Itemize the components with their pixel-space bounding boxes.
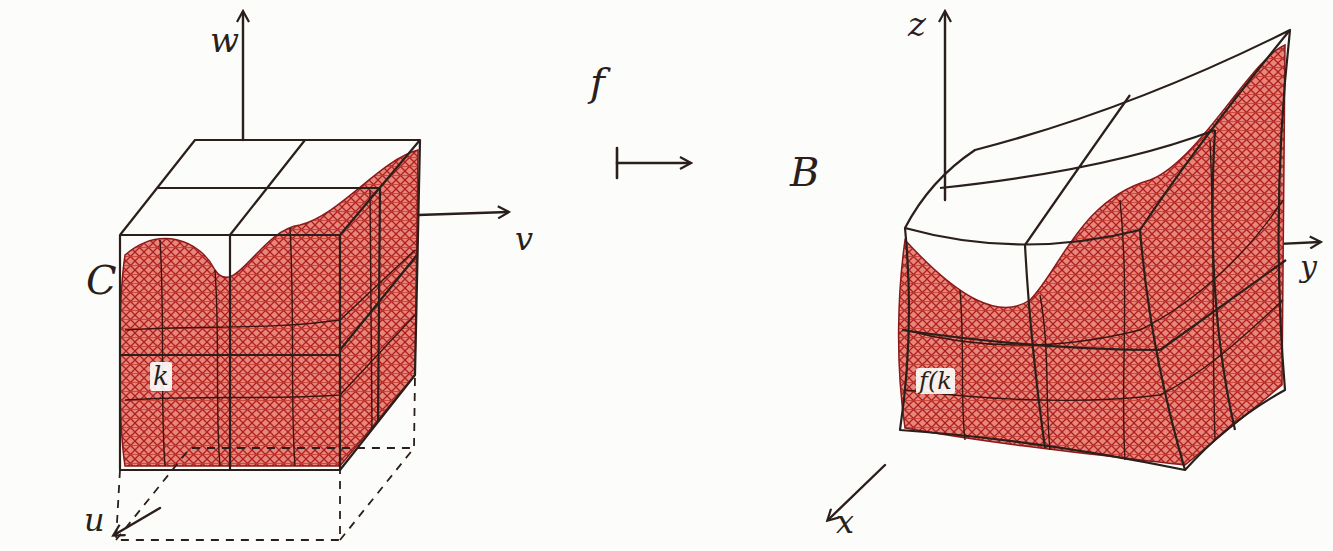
region-c-mesh (125, 190, 415, 466)
u-axis (114, 508, 160, 535)
axis-label: w (210, 22, 239, 59)
axis-label: u (84, 503, 105, 538)
box-c (120, 140, 420, 470)
axis-label: x (836, 505, 854, 540)
point-label: k (150, 362, 172, 391)
w-axis (242, 12, 244, 140)
region-label: C (86, 258, 117, 302)
region-b-outline (900, 30, 1290, 470)
region-b-mesh (905, 140, 1283, 460)
axis-label: v (515, 222, 533, 257)
axis-label: y (1300, 250, 1317, 283)
axis-label: z (908, 6, 926, 43)
map-label: f (590, 60, 605, 104)
projection-dashed (116, 375, 415, 540)
point-label: f(k (916, 368, 955, 394)
v-axis (418, 212, 508, 215)
region-label: B (790, 150, 819, 194)
maps-to-arrow (617, 148, 690, 178)
